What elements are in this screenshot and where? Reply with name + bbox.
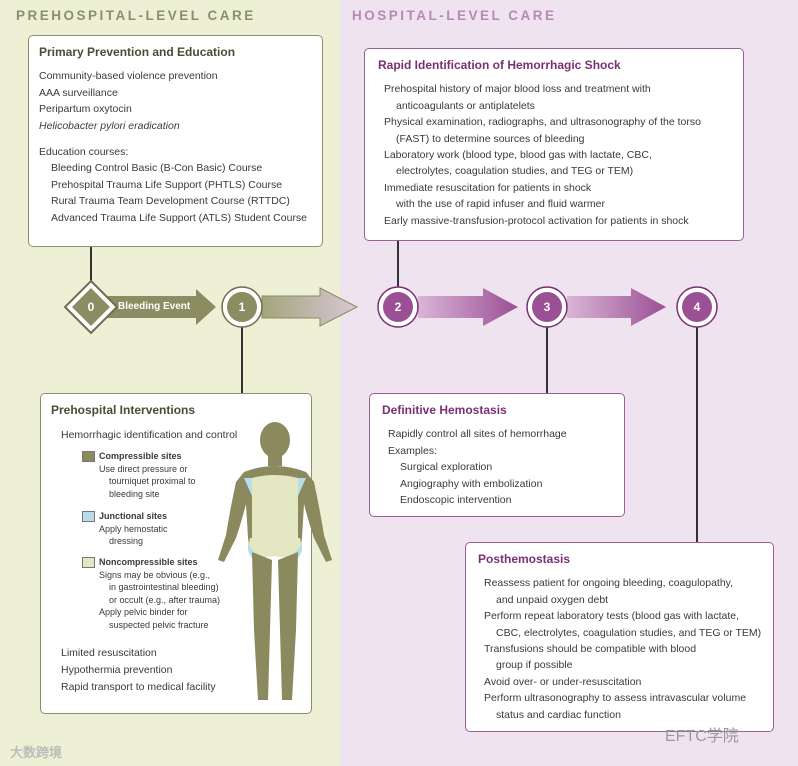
posthemostasis-line: CBC, electrolytes, coagulation studies, … (496, 626, 762, 639)
primary-prevention-box: Primary Prevention and Education Communi… (28, 35, 323, 247)
step-circle-3 (526, 286, 568, 328)
posthemostasis-line: status and cardiac function (496, 708, 621, 721)
definitive-hemostasis-box: Definitive Hemostasis Rapidly control al… (369, 393, 625, 517)
identification-line: Early massive-transfusion-protocol activ… (384, 214, 689, 227)
legend-desc: Apply pelvic binder for (99, 607, 188, 617)
identification-line: Prehospital history of major blood loss … (384, 83, 651, 96)
examples-heading: Examples: (388, 444, 438, 457)
intervention-item: Limited resuscitation (61, 647, 157, 659)
event-number: 0 (87, 300, 95, 314)
rapid-identification-box: Rapid Identification of Hemorrhagic Shoc… (364, 48, 744, 241)
prevention-item: Helicobacter pylori eradication (39, 119, 180, 132)
legend-title: Compressible sites (99, 451, 182, 461)
posthemostasis-line: Reassess patient for ongoing bleeding, c… (484, 577, 734, 590)
prevention-item: Community-based violence prevention (39, 70, 218, 83)
step-number-3: 3 (543, 300, 551, 314)
course-item: Rural Trauma Team Development Course (RT… (51, 195, 290, 208)
intervention-item: Hypothermia prevention (61, 664, 173, 676)
course-item: Prehospital Trauma Life Support (PHTLS) … (51, 178, 283, 191)
step-number-4: 4 (693, 300, 701, 314)
legend-desc: Use direct pressure or (99, 463, 188, 474)
noncompressible-swatch (82, 557, 95, 568)
course-item: Bleeding Control Basic (B-Con Basic) Cou… (51, 162, 263, 175)
legend-title: Junctional sites (99, 511, 168, 521)
junctional-swatch (82, 511, 95, 522)
prevention-item: Peripartum oxytocin (39, 103, 132, 116)
posthemostasis-line: Avoid over- or under-resuscitation (484, 675, 642, 688)
bleeding-event-diamond (63, 279, 119, 335)
posthemostasis-line: group if possible (496, 659, 573, 672)
legend-desc: in gastrointestinal bleeding) (109, 582, 219, 592)
posthemostasis-line: Transfusions should be compatible with b… (484, 643, 697, 656)
legend-desc: Signs may be obvious (e.g., (99, 569, 211, 580)
hemorrhage-control-heading: Hemorrhagic identification and control (61, 429, 238, 441)
step-circle-2 (377, 286, 419, 328)
rapid-identification-title: Rapid Identification of Hemorrhagic Shoc… (378, 58, 621, 72)
posthemostasis-line: Perform ultrasonography to assess intrav… (484, 692, 747, 705)
arrow-2-to-3 (418, 288, 518, 326)
prehospital-header: PREHOSPITAL-LEVEL CARE (16, 8, 256, 23)
example-item: Surgical exploration (400, 461, 493, 474)
watermark-left: 大数跨境 (10, 745, 63, 760)
primary-prevention-title: Primary Prevention and Education (39, 45, 236, 59)
legend-compressible: Compressible sites Use direct pressure o… (99, 450, 196, 500)
compressible-swatch (82, 451, 95, 462)
identification-line: with the use of rapid infuser and fluid … (396, 198, 605, 211)
example-item: Angiography with embolization (400, 477, 543, 490)
legend-desc: tourniquet proximal to (109, 476, 196, 486)
posthemostasis-line: and unpaid oxygen debt (496, 593, 609, 606)
step-circle-4 (676, 286, 718, 328)
posthemostasis-title: Posthemostasis (478, 552, 571, 566)
human-body-figure-icon (218, 422, 332, 700)
watermark-right: EFTC学院 (665, 728, 739, 745)
bleeding-event-label: Bleeding Event (118, 301, 191, 312)
prevention-item: AAA surveillance (39, 86, 118, 99)
prehospital-interventions-title: Prehospital Interventions (51, 403, 196, 417)
identification-line: electrolytes, coagulation studies, and T… (396, 165, 634, 178)
legend-title: Noncompressible sites (99, 557, 198, 567)
hemostasis-line: Rapidly control all sites of hemorrhage (388, 428, 567, 441)
step-number-2: 2 (394, 300, 402, 314)
intervention-item: Rapid transport to medical facility (61, 681, 216, 693)
legend-junctional: Junctional sites Apply hemostatic dressi… (99, 510, 168, 548)
legend-noncompressible: Noncompressible sites Signs may be obvio… (99, 556, 220, 631)
definitive-hemostasis-title: Definitive Hemostasis (382, 403, 507, 417)
identification-line: Laboratory work (blood type, blood gas w… (384, 149, 652, 162)
identification-line: Immediate resuscitation for patients in … (384, 181, 592, 194)
legend-desc: Apply hemostatic (99, 523, 168, 534)
arrow-1-to-2 (261, 287, 359, 327)
step-number-1: 1 (238, 300, 246, 314)
education-heading: Education courses: (39, 146, 129, 159)
legend-desc: dressing (109, 536, 144, 546)
posthemostasis-box: Posthemostasis Reassess patient for ongo… (465, 542, 774, 732)
legend-desc: bleeding site (109, 488, 160, 499)
example-item: Endoscopic intervention (400, 494, 512, 507)
step-circle-1 (221, 286, 263, 328)
identification-line: Physical examination, radiographs, and u… (384, 116, 701, 129)
hospital-header: HOSPITAL-LEVEL CARE (352, 8, 557, 23)
identification-line: anticoagulants or antiplatelets (396, 99, 535, 112)
arrow-3-to-4 (567, 288, 666, 326)
course-item: Advanced Trauma Life Support (ATLS) Stud… (51, 211, 308, 224)
arrow-0-to-1 (100, 289, 216, 325)
legend-desc: or occult (e.g., after trauma) (109, 594, 221, 605)
identification-line: (FAST) to determine sources of bleeding (396, 132, 585, 145)
posthemostasis-line: Perform repeat laboratory tests (blood g… (484, 610, 740, 623)
legend-desc: suspected pelvic fracture (109, 619, 209, 630)
